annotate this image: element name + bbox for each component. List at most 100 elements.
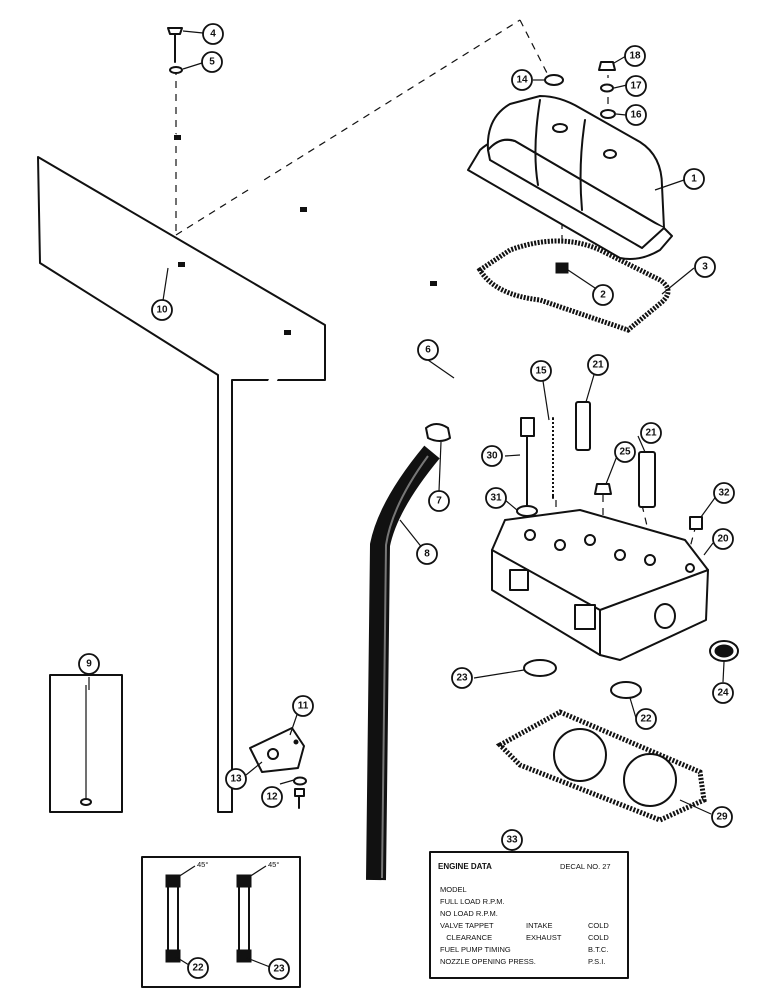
dipstick-box-9 [49, 674, 123, 813]
bolt-12 [294, 788, 305, 809]
svg-text:21: 21 [645, 428, 657, 439]
insert-23-angle: 45° [268, 860, 279, 869]
plate-row-label: CLEARANCE [440, 933, 492, 942]
screw-4 [167, 27, 183, 63]
callout-4: 4 [202, 23, 224, 45]
washer-14 [544, 74, 564, 86]
svg-text:17: 17 [630, 81, 642, 92]
svg-text:14: 14 [516, 75, 528, 86]
callout-7: 7 [428, 490, 450, 512]
svg-text:8: 8 [424, 549, 430, 560]
callout-33: 33 [501, 829, 523, 851]
callout-6: 6 [417, 339, 439, 361]
plate-row-label: FUEL PUMP TIMING [440, 945, 511, 954]
callout-24: 24 [712, 682, 734, 704]
plate-row-label: MODEL [440, 885, 467, 894]
plate-row-label: NO LOAD R.P.M. [440, 909, 498, 918]
plate-heading: ENGINE DATA [438, 862, 492, 871]
plate-row-mid: INTAKE [526, 921, 553, 930]
callout-16: 16 [625, 104, 647, 126]
plate-row-label: NOZZLE OPENING PRESS. [440, 957, 536, 966]
svg-text:12: 12 [266, 792, 278, 803]
lock-washer-13 [293, 776, 307, 786]
dipstick-9 [80, 685, 92, 806]
svg-text:30: 30 [486, 451, 498, 462]
svg-text:22: 22 [640, 714, 652, 725]
callout-32: 32 [713, 482, 735, 504]
bolt-30 [520, 417, 535, 506]
breather-tube-6 [157, 127, 471, 413]
callout-21a: 21 [587, 354, 609, 376]
plate-row-mid: EXHAUST [526, 933, 562, 942]
svg-text:22: 22 [192, 963, 204, 974]
svg-text:3: 3 [702, 262, 708, 273]
callout-10: 10 [151, 299, 173, 321]
nut-2 [555, 262, 569, 274]
callout-23a: 23 [451, 667, 473, 689]
svg-text:25: 25 [619, 447, 631, 458]
insert-detail-box [141, 856, 301, 988]
svg-text:9: 9 [86, 659, 92, 670]
svg-text:16: 16 [630, 110, 642, 121]
washer-31 [516, 505, 538, 517]
plate-row-label: FULL LOAD R.P.M. [440, 897, 505, 906]
callout-23b: 23 [268, 958, 290, 980]
svg-text:4: 4 [210, 29, 216, 40]
grommet-16 [600, 109, 616, 119]
clamp-7 [425, 423, 451, 442]
sleeve-21-upper [575, 401, 591, 451]
engine-data-plate-33: ENGINE DATA DECAL NO. 27 MODEL FULL LOAD … [429, 851, 629, 979]
plate-row-right: COLD [588, 933, 609, 942]
callout-20: 20 [712, 528, 734, 550]
svg-text:15: 15 [535, 366, 547, 377]
callout-12: 12 [261, 786, 283, 808]
sleeve-21-lower [638, 451, 656, 508]
svg-text:20: 20 [717, 534, 729, 545]
insert-22-section: 45° [165, 860, 208, 963]
plate-row-label: VALVE TAPPET [440, 921, 494, 930]
callout-18: 18 [624, 45, 646, 67]
callout-25: 25 [614, 441, 636, 463]
svg-text:2: 2 [600, 290, 606, 301]
callout-8: 8 [416, 543, 438, 565]
callout-22a: 22 [635, 708, 657, 730]
svg-text:13: 13 [230, 774, 242, 785]
breather-tube-10 [70, 206, 294, 719]
nut-18 [598, 61, 616, 71]
tube-kit-panel [37, 156, 326, 813]
plug-24 [709, 640, 739, 662]
head-gasket-29 [495, 709, 707, 823]
callout-14: 14 [511, 69, 533, 91]
callout-11: 11 [292, 695, 314, 717]
svg-text:5: 5 [209, 57, 215, 68]
valve-cover-1 [467, 95, 673, 260]
callout-5: 5 [201, 51, 223, 73]
svg-text:23: 23 [273, 964, 285, 975]
svg-text:11: 11 [298, 701, 309, 712]
svg-text:1: 1 [691, 174, 697, 185]
callout-15: 15 [530, 360, 552, 382]
svg-text:21: 21 [592, 360, 604, 371]
plate-row-right: P.S.I. [588, 957, 605, 966]
plate-decal-number: DECAL NO. 27 [560, 862, 611, 871]
svg-text:23: 23 [456, 673, 468, 684]
callout-2: 2 [592, 284, 614, 306]
svg-text:7: 7 [436, 496, 442, 507]
svg-text:10: 10 [156, 305, 168, 316]
svg-text:24: 24 [717, 688, 729, 699]
svg-text:29: 29 [716, 812, 728, 823]
callout-22b: 22 [187, 957, 209, 979]
seat-insert-23 [523, 659, 557, 677]
callout-1: 1 [683, 168, 705, 190]
cylinder-head-20 [491, 509, 709, 661]
callout-29: 29 [711, 806, 733, 828]
svg-text:18: 18 [629, 51, 641, 62]
callout-31: 31 [485, 487, 507, 509]
callout-9: 9 [78, 653, 100, 675]
callout-3: 3 [694, 256, 716, 278]
svg-text:6: 6 [425, 345, 431, 356]
callout-21b: 21 [640, 422, 662, 444]
svg-text:32: 32 [718, 488, 730, 499]
insert-23-section: 45° [236, 860, 279, 963]
